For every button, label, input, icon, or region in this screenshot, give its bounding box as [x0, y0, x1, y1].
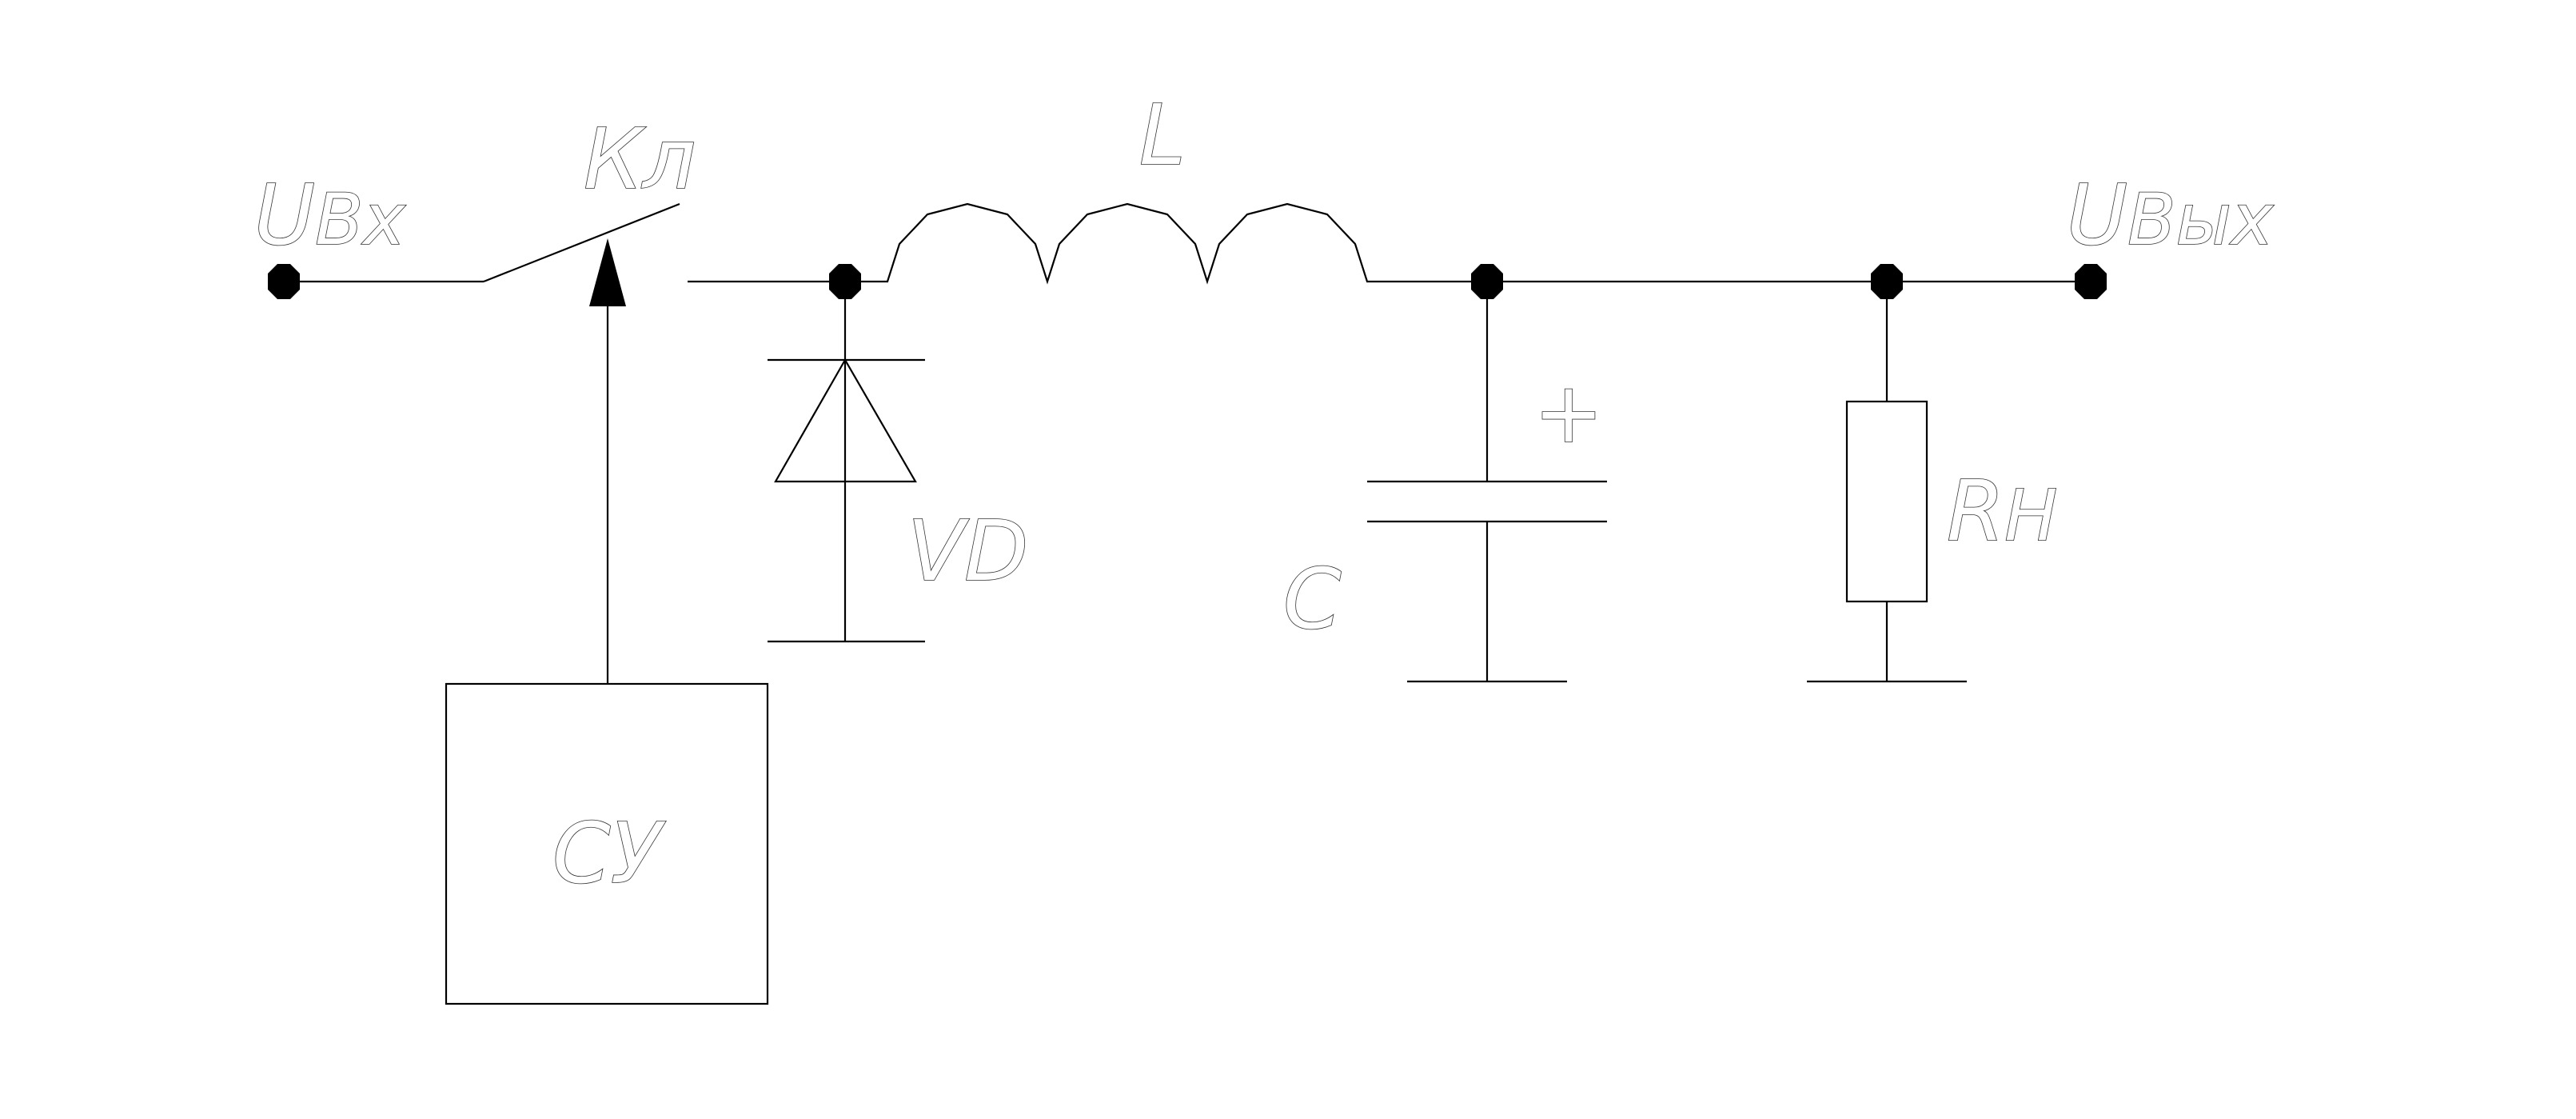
capacitor-label: C [1283, 550, 1342, 648]
output-voltage-label: UВых [2067, 166, 2274, 264]
resistor-symbol [1845, 400, 1928, 603]
switch-blade [483, 202, 680, 283]
control-block [445, 682, 769, 1005]
control-unit-label: СУ [552, 805, 666, 902]
input-voltage-label: UВх [254, 166, 405, 264]
inductor-coil-symbol [845, 202, 1487, 285]
diode-label: VD [907, 502, 1028, 600]
diode-junction-node [829, 264, 861, 299]
output-terminal-node [2075, 264, 2107, 299]
switch-label: Кл [584, 110, 696, 208]
inductor-label: L [1139, 86, 1186, 184]
resistor-junction-node [1871, 264, 1903, 299]
capacitor-junction-node [1471, 264, 1503, 299]
load-resistor-label: RН [1947, 462, 2057, 560]
input-terminal-node [268, 264, 300, 299]
diode-symbol [774, 358, 917, 483]
capacitor-polarity-label: + [1533, 364, 1603, 462]
switch-arrow-icon [589, 238, 626, 306]
